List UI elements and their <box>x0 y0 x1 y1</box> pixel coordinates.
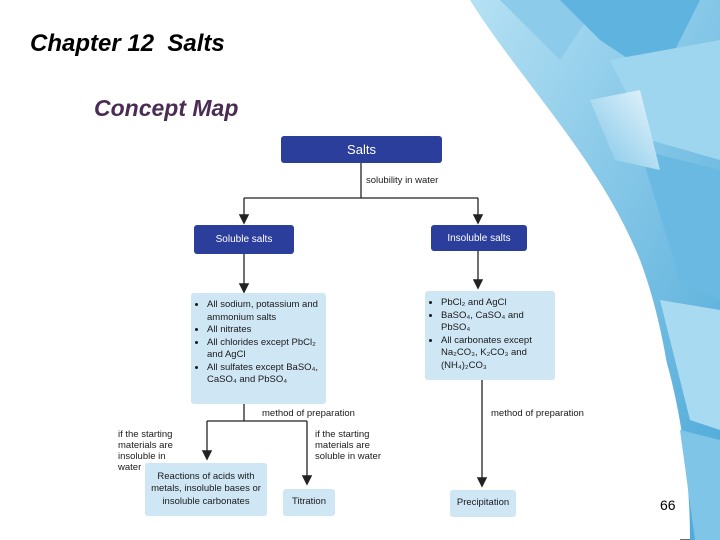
method-precipitation: Precipitation <box>450 490 516 517</box>
root-node-label: Salts <box>347 142 376 157</box>
branch-soluble-condition: if the starting materials are soluble in… <box>315 429 382 462</box>
root-edge-label: solubility in water <box>366 175 439 186</box>
insoluble-method-label: method of preparation <box>491 408 584 419</box>
soluble-method-label: method of preparation <box>262 408 355 419</box>
insoluble-item: All carbonates except Na₂CO₃, K₂CO₃ and … <box>441 335 549 373</box>
page-number: 66 <box>660 497 676 513</box>
method-titration: Titration <box>283 489 335 516</box>
method-acid-reactions: Reactions of acids with metals, insolubl… <box>145 463 267 516</box>
soluble-item: All nitrates <box>207 324 320 337</box>
soluble-salts-list: All sodium, potassium and ammonium salts… <box>191 293 326 404</box>
root-node-salts: Salts <box>281 136 442 163</box>
slide-subtitle: Concept Map <box>94 95 239 121</box>
branch-insoluble-condition: if the starting materials are insoluble … <box>118 429 173 473</box>
insoluble-salts-label: Insoluble salts <box>447 232 511 244</box>
method-titration-label: Titration <box>292 496 326 508</box>
soluble-item: All sodium, potassium and ammonium salts <box>207 299 320 324</box>
soluble-salts-label: Soluble salts <box>215 234 273 245</box>
insoluble-item: BaSO₄, CaSO₄ and PbSO₄ <box>441 310 549 335</box>
method-acid-reactions-label: Reactions of acids with metals, insolubl… <box>151 470 261 507</box>
method-precipitation-label: Precipitation <box>456 497 510 509</box>
soluble-salts-node: Soluble salts <box>194 225 294 254</box>
soluble-item: All chlorides except PbCl₂ and AgCl <box>207 337 320 362</box>
insoluble-salts-node: Insoluble salts <box>431 225 527 251</box>
soluble-item: All sulfates except BaSO₄, CaSO₄ and PbS… <box>207 362 320 387</box>
chapter-title: Chapter 12 Salts <box>30 30 225 57</box>
insoluble-item: PbCl₂ and AgCl <box>441 297 549 310</box>
insoluble-salts-list: PbCl₂ and AgCl BaSO₄, CaSO₄ and PbSO₄ Al… <box>425 291 555 380</box>
